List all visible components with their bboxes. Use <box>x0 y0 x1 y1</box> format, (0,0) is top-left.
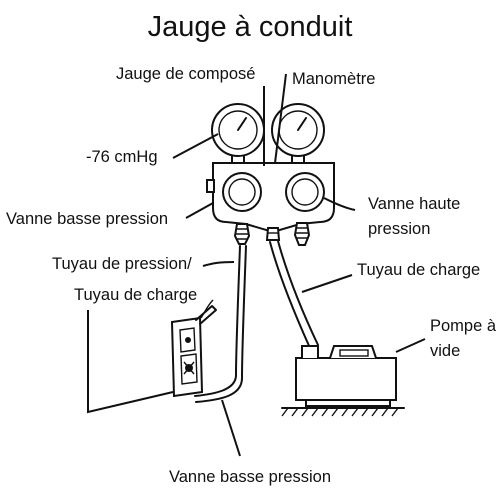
hoses <box>194 240 319 403</box>
label-manometer: Manomètre <box>292 70 375 88</box>
leader-lines <box>87 73 426 457</box>
compound-gauge <box>211 103 265 169</box>
diagram-title: Jauge à conduit <box>148 11 353 43</box>
labels: Jauge de composé Manomètre -76 cmHg Vann… <box>6 65 497 486</box>
label-pressure-hose-line2: Tuyau de charge <box>74 286 197 304</box>
label-low-valve: Vanne basse pression <box>6 210 168 228</box>
charge-cylinder <box>170 299 217 398</box>
label-bottom-valve: Vanne basse pression <box>169 468 331 486</box>
label-reading: -76 cmHg <box>86 148 158 166</box>
label-pressure-hose-line1: Tuyau de pression/ <box>52 255 192 273</box>
hose-fittings <box>233 222 311 246</box>
label-compound-gauge: Jauge de composé <box>116 65 255 83</box>
label-vacuum-pump-line2: vide <box>430 342 460 360</box>
label-charge-hose: Tuyau de charge <box>357 261 480 279</box>
manometer-gauge <box>271 103 325 169</box>
label-high-valve-line1: Vanne haute <box>368 195 460 213</box>
vacuum-pump <box>281 345 405 417</box>
label-vacuum-pump-line1: Pompe à <box>430 317 497 335</box>
manifold-body <box>206 162 335 234</box>
label-high-valve-line2: pression <box>368 220 430 238</box>
